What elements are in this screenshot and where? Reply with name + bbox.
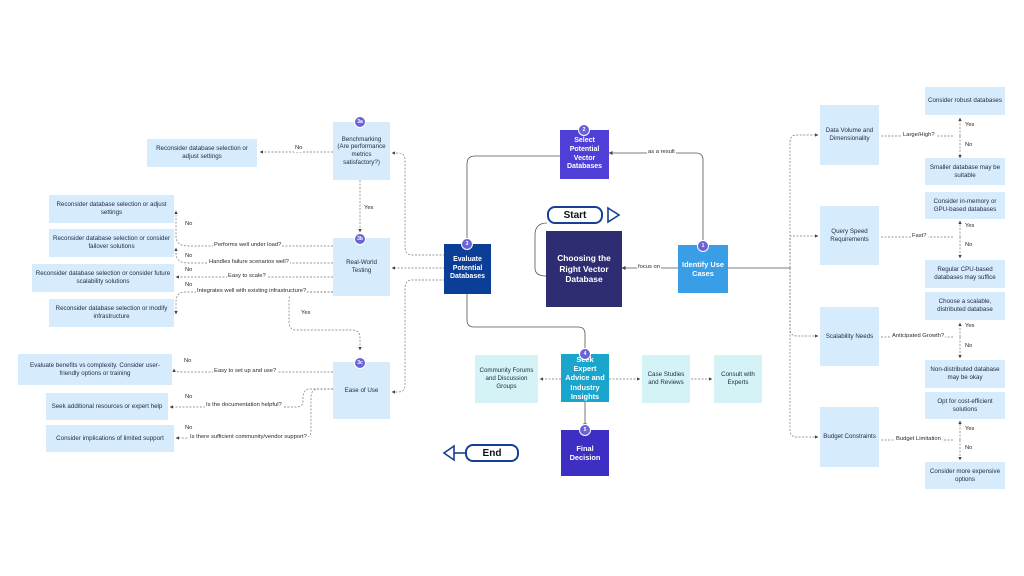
edge-label-yes: Yes <box>964 323 976 330</box>
edge-label-no: No <box>964 242 974 249</box>
ease-outcome-2: Consider implications of limited support <box>46 425 174 452</box>
use-case-yes-outcome-3: Opt for cost-efficient solutions <box>925 392 1005 419</box>
use-case-yes-outcome-2: Choose a scalable, distributed database <box>925 292 1005 320</box>
testing-question-2: Easy to scale? <box>227 273 267 280</box>
edge-label-no: No <box>184 425 194 432</box>
edge-label-no: No <box>964 445 974 452</box>
use-case-0: Data Volume and Dimensionality <box>820 105 879 165</box>
use-case-question-0: Large/High? <box>902 132 936 139</box>
edge-label-no: No <box>294 145 304 152</box>
start-terminal: Start <box>547 206 603 224</box>
edge-label-no: No <box>184 282 194 289</box>
testing-outcome-3: Reconsider database selection or modify … <box>49 299 174 327</box>
substep-badge: 3b <box>354 233 366 245</box>
ease-outcome-1: Seek additional resources or expert help <box>46 393 168 420</box>
use-case-question-2: Anticipated Growth? <box>891 333 946 340</box>
use-case-yes-outcome-1: Consider in-memory or GPU-based database… <box>925 192 1005 219</box>
testing-question-0: Performs well under load? <box>213 242 283 249</box>
substep-ease-of-use: Ease of Use <box>333 362 390 419</box>
end-terminal: End <box>465 444 519 462</box>
step-number-badge: 5 <box>579 424 591 436</box>
testing-question-1: Handles failure scenarios well? <box>208 259 290 266</box>
edge-label-no: No <box>184 394 194 401</box>
use-case-1: Query Speed Requirements <box>820 206 879 265</box>
testing-outcome-0: Reconsider database selection or adjust … <box>49 195 174 223</box>
edge-label-no: No <box>184 221 194 228</box>
use-case-no-outcome-2: Non-distributed database may be okay <box>925 360 1005 388</box>
edge-label-yes: Yes <box>363 205 375 212</box>
use-case-no-outcome-0: Smaller database may be suitable <box>925 158 1005 185</box>
substep-benchmarking: Benchmarking (Are performance metrics sa… <box>333 122 390 180</box>
step-number-badge: 1 <box>697 240 709 252</box>
edge-label-focus-on: focus on <box>637 264 661 271</box>
substep-real-world-testing: Real-World Testing <box>333 238 390 296</box>
step-identify-use-cases: Identify Use Cases <box>678 245 728 293</box>
edge-label-no: No <box>964 343 974 350</box>
start-arrow-icon <box>607 206 621 224</box>
step-final-decision: Final Decision <box>561 430 609 476</box>
step-select-databases: Select Potential Vector Databases <box>560 130 609 179</box>
substep-badge: 3c <box>354 357 366 369</box>
outcome-benchmark-no: Reconsider database selection or adjust … <box>147 139 257 167</box>
expert-source-case-studies: Case Studies and Reviews <box>642 355 690 403</box>
ease-outcome-0: Evaluate benefits vs complexity. Conside… <box>18 354 172 385</box>
testing-outcome-1: Reconsider database selection or conside… <box>49 229 174 257</box>
expert-source-consult: Consult with Experts <box>714 355 762 403</box>
use-case-2: Scalability Needs <box>820 307 879 366</box>
step-number-badge: 3 <box>461 238 473 250</box>
ease-question-0: Easy to set up and use? <box>213 368 278 375</box>
edge-label-no: No <box>183 358 193 365</box>
edge-label-as-a-result: as a result <box>647 149 676 156</box>
testing-outcome-2: Reconsider database selection or conside… <box>32 264 174 292</box>
end-arrow-icon <box>442 444 455 462</box>
use-case-yes-outcome-0: Consider robust databases <box>925 87 1005 115</box>
edge-label-no: No <box>964 142 974 149</box>
edge-label-no: No <box>184 253 194 260</box>
edge-label-yes: Yes <box>964 426 976 433</box>
step-seek-expert-advice: Seek Expert Advice and Industry Insights <box>561 354 609 402</box>
central-topic: Choosing the Right Vector Database <box>546 231 622 307</box>
use-case-no-outcome-1: Regular CPU-based databases may suffice <box>925 260 1005 288</box>
step-number-badge: 4 <box>579 348 591 360</box>
edge-label-yes: Yes <box>300 310 312 317</box>
expert-source-forums: Community Forums and Discussion Groups <box>475 355 538 403</box>
edge-label-yes: Yes <box>964 223 976 230</box>
ease-question-2: Is there sufficient community/vendor sup… <box>189 434 308 441</box>
edge-label-no: No <box>184 267 194 274</box>
edge-label-yes: Yes <box>964 122 976 129</box>
step-evaluate-databases: Evaluate Potential Databases <box>444 244 491 294</box>
use-case-question-3: Budget Limitation <box>895 436 942 443</box>
testing-question-3: Integrates well with existing infrastruc… <box>196 288 308 295</box>
use-case-question-1: Fast? <box>911 233 928 240</box>
ease-question-1: Is the documentation helpful? <box>205 402 283 409</box>
step-number-badge: 2 <box>578 124 590 136</box>
use-case-3: Budget Constraints <box>820 407 879 467</box>
use-case-no-outcome-3: Consider more expensive options <box>925 462 1005 489</box>
substep-badge: 3a <box>354 116 366 128</box>
